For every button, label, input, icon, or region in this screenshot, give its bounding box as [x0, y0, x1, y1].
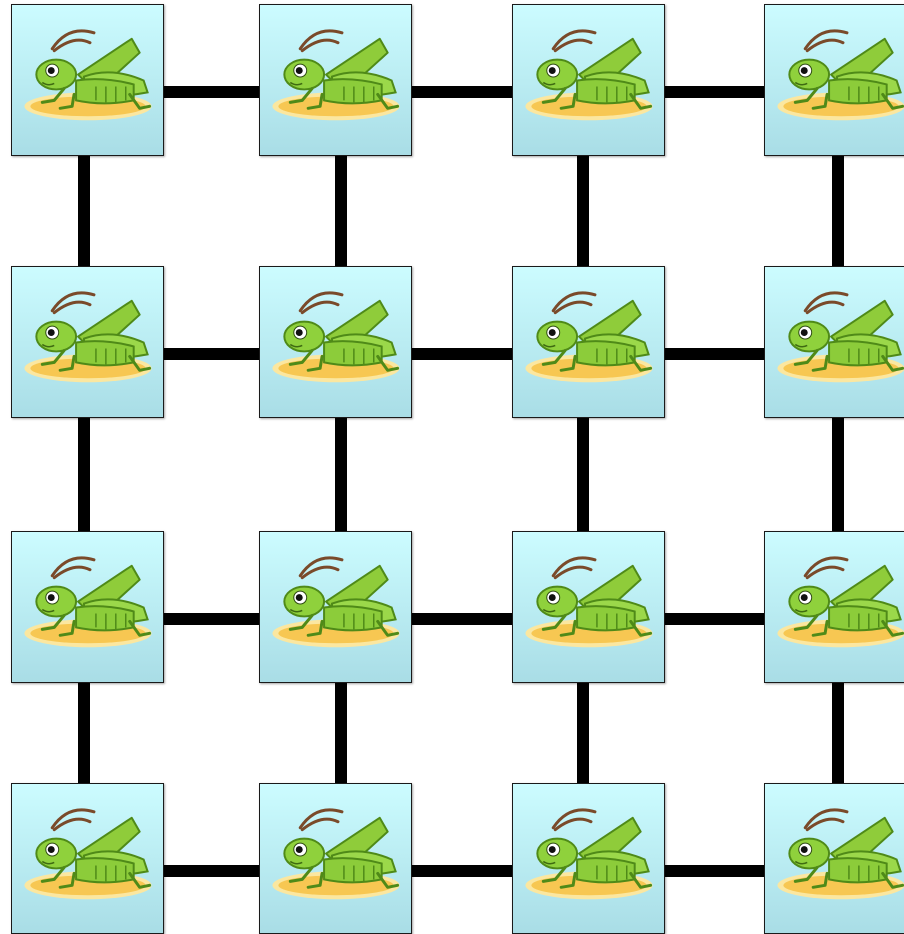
tile-r4-c1[interactable]	[11, 783, 164, 934]
connector-vertical	[577, 418, 589, 531]
connector-horizontal	[164, 348, 259, 360]
connector-horizontal	[665, 613, 764, 625]
connector-horizontal	[164, 86, 259, 98]
grasshopper-icon	[765, 5, 904, 154]
connector-horizontal	[665, 348, 764, 360]
tile-r2-c1[interactable]	[11, 266, 164, 418]
grasshopper-icon	[765, 532, 904, 681]
tile-r3-c1[interactable]	[11, 531, 164, 683]
tile-r4-c4[interactable]	[764, 783, 904, 934]
tile-r1-c3[interactable]	[512, 4, 665, 156]
grasshopper-icon	[513, 784, 663, 933]
connector-vertical	[832, 683, 844, 783]
grasshopper-icon	[12, 267, 162, 416]
connector-vertical	[832, 156, 844, 266]
tile-r1-c2[interactable]	[259, 4, 412, 156]
connector-vertical	[78, 156, 90, 266]
tile-r3-c4[interactable]	[764, 531, 904, 683]
grasshopper-icon	[260, 267, 410, 416]
tile-r1-c1[interactable]	[11, 4, 164, 156]
tile-r2-c2[interactable]	[259, 266, 412, 418]
connector-vertical	[335, 418, 347, 531]
grasshopper-icon	[765, 784, 904, 933]
connector-horizontal	[412, 348, 512, 360]
tile-r3-c3[interactable]	[512, 531, 665, 683]
connector-vertical	[832, 418, 844, 531]
tile-r2-c4[interactable]	[764, 266, 904, 418]
tile-r4-c3[interactable]	[512, 783, 665, 934]
connector-vertical	[577, 156, 589, 266]
connector-vertical	[335, 156, 347, 266]
tile-r1-c4[interactable]	[764, 4, 904, 156]
connector-horizontal	[164, 865, 259, 877]
grasshopper-icon	[513, 532, 663, 681]
connector-vertical	[78, 418, 90, 531]
tile-r2-c3[interactable]	[512, 266, 665, 418]
connector-horizontal	[412, 865, 512, 877]
connector-vertical	[78, 683, 90, 783]
grasshopper-icon	[260, 5, 410, 154]
connector-horizontal	[665, 86, 764, 98]
connector-horizontal	[412, 613, 512, 625]
tile-r4-c2[interactable]	[259, 783, 412, 934]
connector-vertical	[577, 683, 589, 783]
connector-horizontal	[665, 865, 764, 877]
grasshopper-icon	[513, 5, 663, 154]
grasshopper-icon	[12, 784, 162, 933]
grasshopper-icon	[260, 532, 410, 681]
connector-horizontal	[164, 613, 259, 625]
grasshopper-icon	[765, 267, 904, 416]
tile-r3-c2[interactable]	[259, 531, 412, 683]
grasshopper-icon	[12, 5, 162, 154]
grasshopper-icon	[260, 784, 410, 933]
grasshopper-icon	[12, 532, 162, 681]
connector-vertical	[335, 683, 347, 783]
grasshopper-icon	[513, 267, 663, 416]
connector-horizontal	[412, 86, 512, 98]
